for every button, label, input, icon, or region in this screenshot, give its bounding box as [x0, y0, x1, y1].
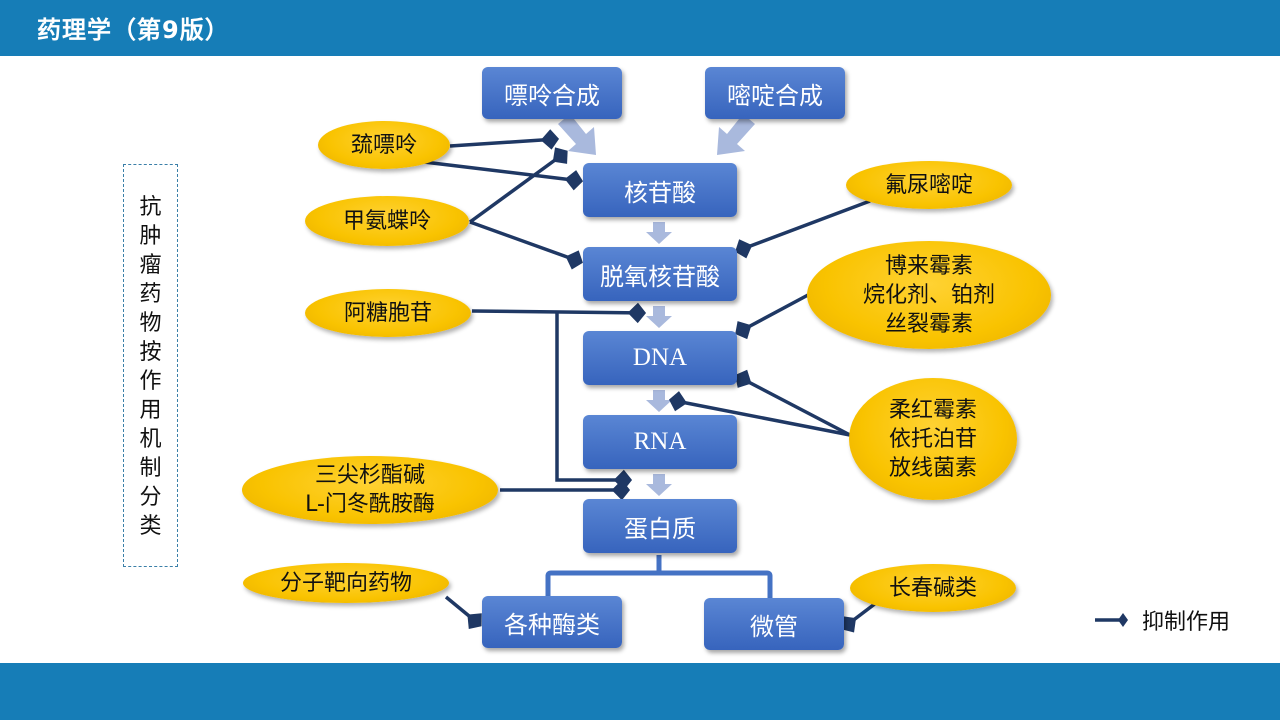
side-label-char: 制 — [139, 456, 162, 481]
side-label-text: 抗 肿 瘤 药 物 按 作 用 机 制 分 类 — [124, 193, 177, 541]
inhibit-mtx-purine — [468, 147, 568, 224]
drug-label: 博来霉素 — [884, 253, 973, 279]
drug-label: 三尖杉酯碱 — [314, 463, 425, 488]
flow-arrow-rna-protein — [646, 474, 672, 496]
node-rna: RNA — [583, 415, 737, 469]
drug-label: 柔红霉素 — [888, 397, 977, 423]
drug-label: 依托泊苷 — [888, 426, 977, 452]
flow-arrow-purine — [558, 114, 596, 155]
legend-label: 抑制作用 — [1142, 610, 1231, 635]
flow-arrow-deoxy-dna — [646, 306, 672, 328]
legend: 抑制作用 — [1094, 607, 1231, 635]
inhibition-lines — [423, 129, 878, 633]
drug-label: 长春碱类 — [888, 575, 977, 601]
footer-bar — [0, 663, 1280, 720]
drug-cytarabine: 阿糖胞苷 — [305, 289, 471, 337]
node-pyrimidine-synthesis: 嘧啶合成 — [705, 67, 845, 119]
inhibit-mtx-deoxy — [469, 220, 583, 270]
inhibit-mp-nucleotide — [423, 160, 584, 191]
inhibit-trans-dna — [735, 369, 851, 437]
drug-label: 阿糖胞苷 — [343, 300, 432, 326]
drug-fluorouracil: 氟尿嘧啶 — [846, 161, 1012, 209]
inhibit-trans-rna — [668, 391, 851, 437]
side-label-char: 物 — [139, 311, 162, 336]
side-label-char: 分 — [139, 485, 162, 510]
flow-arrow-nuc-deoxy — [646, 222, 672, 244]
inhibit-vinca-microtubule — [841, 601, 878, 633]
side-label-char: 机 — [139, 427, 162, 452]
side-label-char: 用 — [139, 398, 162, 423]
drug-harringtonine-asparaginase: 三尖杉酯碱 L-门冬酰胺酶 — [242, 456, 498, 524]
inhibit-dnadamage-dna — [735, 293, 809, 340]
branch-bracket — [545, 555, 773, 598]
drug-label: L-门冬酰胺酶 — [305, 492, 435, 517]
node-dna: DNA — [583, 331, 737, 385]
drug-label: 丝裂霉素 — [884, 311, 973, 337]
drug-label: 烷化剂、铂剂 — [862, 282, 995, 308]
drug-dna-damaging: 博来霉素 烷化剂、铂剂 丝裂霉素 — [807, 241, 1051, 349]
inhibit-5fu-deoxy — [735, 199, 871, 259]
drug-methotrexate: 甲氨蝶呤 — [305, 196, 469, 246]
side-label-char: 按 — [139, 340, 162, 365]
node-purine-synthesis: 嘌呤合成 — [482, 67, 622, 119]
side-label-char: 类 — [139, 514, 162, 539]
node-protein: 蛋白质 — [583, 499, 737, 553]
drug-mercaptopurine: 巯嘌呤 — [318, 121, 450, 169]
side-label-box: 抗 肿 瘤 药 物 按 作 用 机 制 分 类 — [123, 164, 178, 567]
inhibit-cytarabine-protein — [555, 311, 633, 491]
node-enzymes: 各种酶类 — [482, 596, 622, 648]
side-label-char: 瘤 — [139, 253, 162, 278]
drug-label: 甲氨蝶呤 — [342, 208, 431, 234]
inhibit-mp-purine — [449, 129, 560, 150]
drug-label: 氟尿嘧啶 — [884, 172, 973, 198]
flow-arrows — [558, 114, 755, 496]
node-nucleotide: 核苷酸 — [583, 163, 737, 217]
node-deoxynucleotide: 脱氧核苷酸 — [583, 247, 737, 301]
drug-label: 放线菌素 — [888, 455, 977, 481]
node-microtubule: 微管 — [704, 598, 844, 650]
side-label-char: 药 — [139, 282, 162, 307]
side-label-char: 抗 — [139, 195, 162, 220]
flow-arrow-dna-rna — [646, 390, 672, 412]
drug-label: 巯嘌呤 — [350, 132, 417, 158]
flow-arrow-pyrimidine — [717, 114, 755, 155]
drug-vinca: 长春碱类 — [850, 564, 1016, 612]
drug-label: 分子靶向药物 — [279, 570, 412, 596]
page-title: 药理学（第9版） — [37, 16, 230, 44]
header-bar: 药理学（第9版） — [0, 0, 1280, 56]
inhibition-arrow-icon — [1095, 613, 1128, 627]
side-label-char: 作 — [139, 369, 162, 394]
drug-transcription-inhibitors: 柔红霉素 依托泊苷 放线菌素 — [849, 378, 1017, 500]
drug-targeted: 分子靶向药物 — [243, 563, 449, 603]
inhibit-targeted-enzymes — [444, 595, 482, 629]
side-label-char: 肿 — [139, 224, 162, 249]
